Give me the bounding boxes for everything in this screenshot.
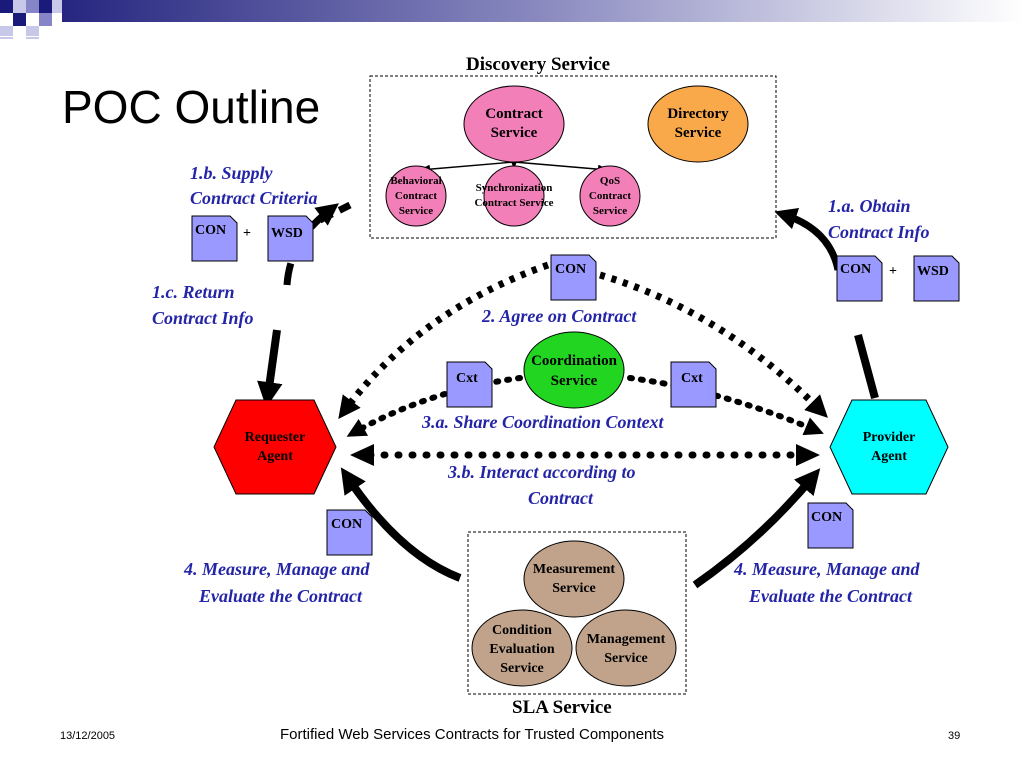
cxt-doc-icon-left [446, 361, 493, 408]
page-number: 39 [948, 730, 961, 742]
behavioral-service-node[interactable] [385, 165, 447, 227]
contract-service-node[interactable] [463, 85, 565, 163]
measure-arrow-left [340, 467, 462, 582]
discovery-header: Discovery Service [466, 54, 611, 75]
interact-label-line1: 3.b. Interact according to [448, 462, 636, 482]
con-label-provider: CON [811, 510, 843, 525]
cxt-label-left: Cxt [456, 371, 478, 386]
footer-title: Fortified Web Services Contracts for Tru… [280, 726, 665, 743]
measure-arrow-right [692, 468, 821, 589]
management-service-label: Management Service [586, 632, 666, 666]
top-bar [62, 0, 1024, 22]
interact-head-right [796, 444, 820, 466]
requester-agent-label: Requester Agent [244, 430, 306, 464]
corner-decoration [0, 0, 65, 39]
measure-right-line1: 4. Measure, Manage and [734, 559, 920, 579]
synchronization-service-node[interactable] [483, 165, 545, 227]
con-label-supply: CON [195, 223, 227, 238]
qos-service-node[interactable] [579, 165, 641, 227]
contract-service-label: Contract Service [485, 106, 543, 141]
obtain-label-line2: Contract Info [828, 222, 930, 242]
condition-service-node[interactable] [471, 609, 573, 687]
return-label-line2: Contract Info [152, 308, 254, 328]
return-label-line1: 1.c. Return [152, 282, 235, 302]
plus-label-supply: + [243, 226, 251, 241]
measure-left-line2: Evaluate the Contract [199, 586, 363, 606]
condition-service-label: Condition Evaluation Service [489, 622, 555, 676]
wsd-label-supply: WSD [271, 226, 303, 241]
wsd-doc-icon-supply [267, 215, 314, 262]
agree-label: 2. Agree on Contract [482, 306, 637, 326]
share-label: 3.a. Share Coordination Context [422, 412, 664, 432]
measurement-service-label: Measurement Service [532, 562, 616, 596]
coordination-service-node[interactable] [523, 331, 625, 409]
con-doc-icon-provider [807, 502, 854, 549]
directory-service-node[interactable] [647, 85, 749, 163]
wsd-doc-icon-obtain [913, 255, 960, 302]
qos-service-label: QoS Contract Service [588, 174, 632, 217]
synchronization-service-label: Synchronization Contract Service [474, 182, 554, 209]
provider-agent-label: Provider Agent [862, 430, 916, 464]
supply-label-line2: Contract Criteria [190, 188, 318, 208]
obtain-label-line1: 1.a. Obtain [828, 196, 911, 216]
discovery-box [369, 75, 777, 239]
title-underline [0, 36, 1024, 37]
con-label-obtain: CON [840, 262, 872, 277]
supply-label-line1: 1.b. Supply [190, 163, 273, 183]
obtain-arrow [774, 207, 842, 271]
interact-head-left [350, 444, 374, 466]
cxt-label-right: Cxt [681, 371, 703, 386]
connector-behavioral [418, 161, 515, 174]
obtain-arrow-lower [854, 333, 879, 400]
management-service-node[interactable] [575, 609, 677, 687]
con-doc-icon-obtain [836, 255, 883, 302]
requester-agent-node[interactable] [213, 399, 337, 495]
con-label-agree: CON [555, 262, 587, 277]
connector-qos [513, 161, 610, 174]
doc-shapes [191, 215, 960, 556]
con-doc-icon-agree [550, 254, 597, 301]
provider-agent-node[interactable] [829, 399, 949, 495]
sla-header: SLA Service [512, 697, 612, 718]
cxt-doc-icon-right [670, 361, 717, 408]
con-doc-icon-requester [326, 509, 373, 556]
return-arrow [257, 329, 283, 408]
con-doc-icon-supply [191, 215, 238, 262]
share-arrow-right [627, 375, 824, 436]
footer-date: 13/12/2005 [60, 730, 116, 742]
interact-label-line2: Contract [528, 488, 594, 508]
measurement-service-node[interactable] [523, 540, 625, 618]
coordination-service-label: Coordination Service [531, 353, 617, 389]
share-arrow-left [346, 375, 523, 437]
behavioral-service-label: Behavioral Contract Service [390, 174, 442, 217]
wsd-label-obtain: WSD [917, 264, 949, 279]
con-label-requester: CON [331, 517, 363, 532]
measure-left-line1: 4. Measure, Manage and [184, 559, 370, 579]
directory-service-label: Directory Service [667, 106, 729, 141]
measure-right-line2: Evaluate the Contract [749, 586, 913, 606]
plus-label-obtain: + [889, 264, 897, 279]
page-title: POC Outline [62, 81, 321, 133]
